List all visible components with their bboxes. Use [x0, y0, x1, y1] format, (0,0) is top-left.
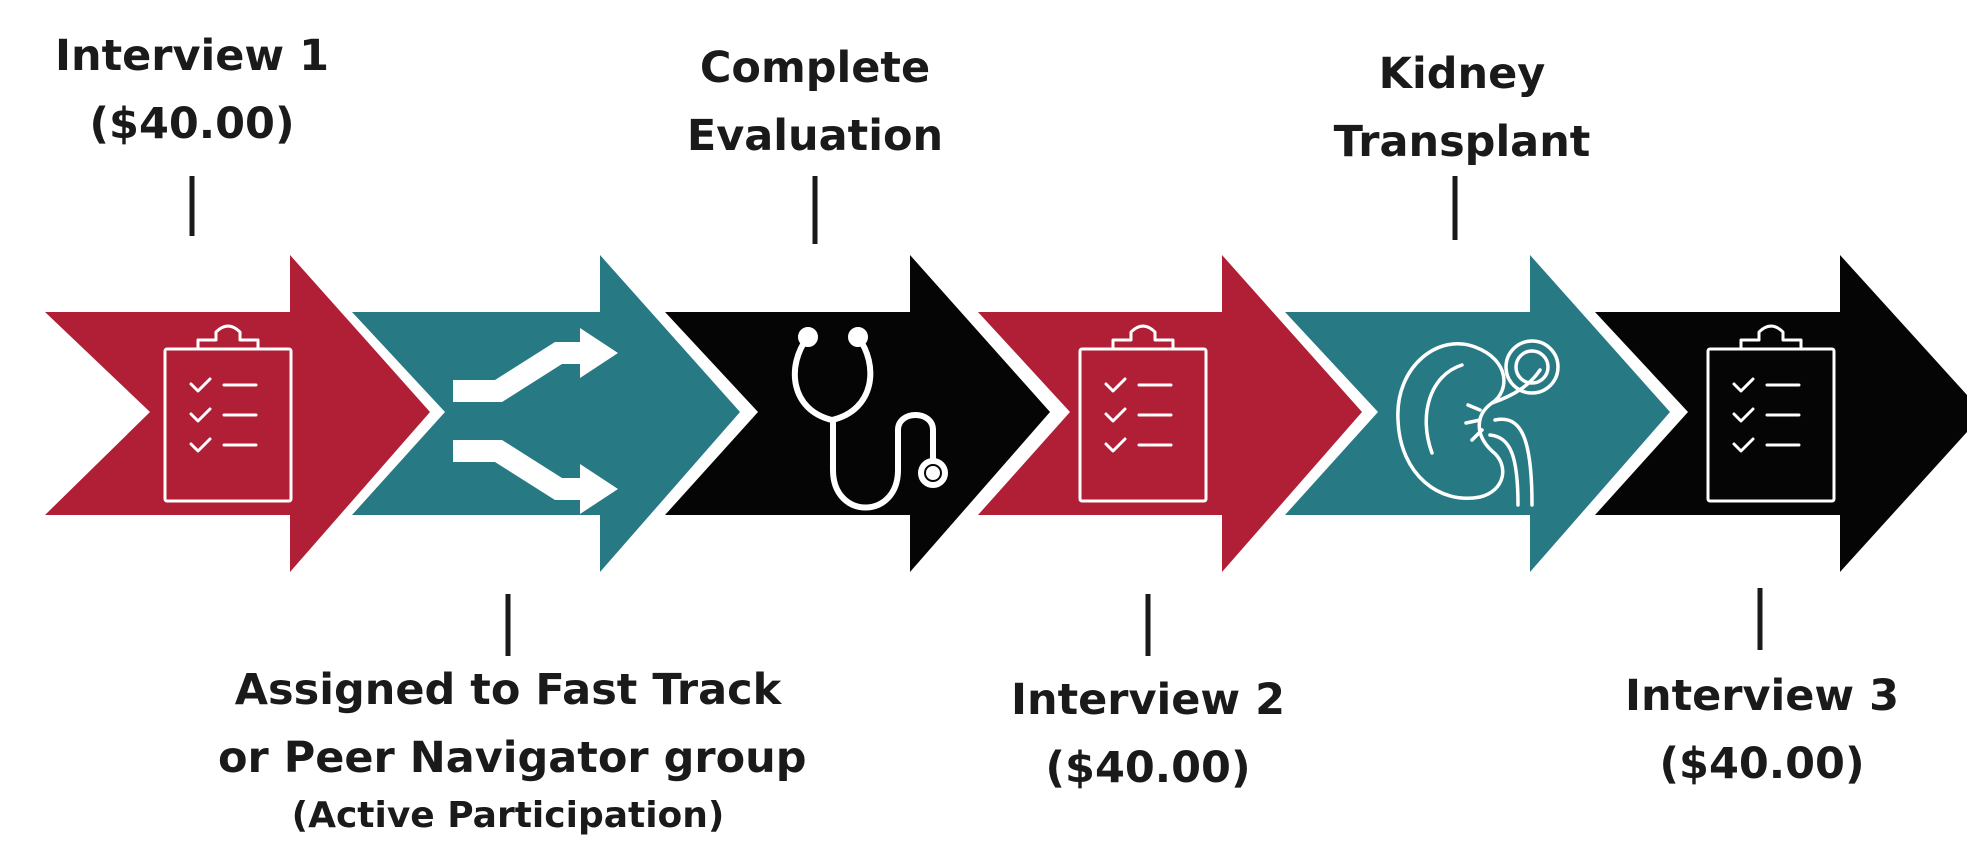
- connector-ticks: [189, 176, 1763, 656]
- label-interview-1-title: Interview 1: [54, 31, 330, 81]
- label-transplant-line2: Transplant: [1333, 117, 1591, 167]
- label-assigned-line1: Assigned to Fast Track: [234, 665, 782, 715]
- shuffle-icon: [453, 328, 618, 514]
- clipboard-checklist-icon: [1078, 324, 1208, 503]
- label-evaluation-line1: Complete: [699, 43, 931, 93]
- step-2-arrow: [352, 255, 740, 572]
- label-interview-3-amount: ($40.00): [1659, 739, 1865, 789]
- label-interview-1-amount: ($40.00): [89, 99, 295, 149]
- label-assigned-line3: (Active Participation): [291, 795, 725, 836]
- label-transplant-line1: Kidney: [1378, 49, 1546, 99]
- label-kidney-transplant: Kidney Transplant: [1312, 40, 1612, 176]
- label-assigned-group: Assigned to Fast Track or Peer Navigator…: [218, 656, 807, 840]
- label-interview-2-title: Interview 2: [1010, 675, 1286, 725]
- label-interview-1: Interview 1 ($40.00): [42, 22, 342, 158]
- label-interview-3: Interview 3 ($40.00): [1612, 662, 1912, 798]
- label-assigned-line2: or Peer Navigator group: [218, 733, 807, 783]
- stethoscope-icon: [791, 327, 948, 511]
- label-complete-evaluation: Complete Evaluation: [665, 34, 965, 170]
- clipboard-checklist-icon: [163, 324, 293, 503]
- label-interview-2-amount: ($40.00): [1045, 743, 1251, 793]
- label-interview-3-title: Interview 3: [1624, 671, 1900, 721]
- kidney-icon: [1396, 339, 1560, 507]
- step-5-arrow: [1285, 255, 1670, 572]
- clipboard-checklist-icon: [1706, 324, 1836, 503]
- label-evaluation-line2: Evaluation: [686, 111, 944, 161]
- step-3-arrow: [665, 255, 1050, 572]
- label-interview-2: Interview 2 ($40.00): [998, 666, 1298, 802]
